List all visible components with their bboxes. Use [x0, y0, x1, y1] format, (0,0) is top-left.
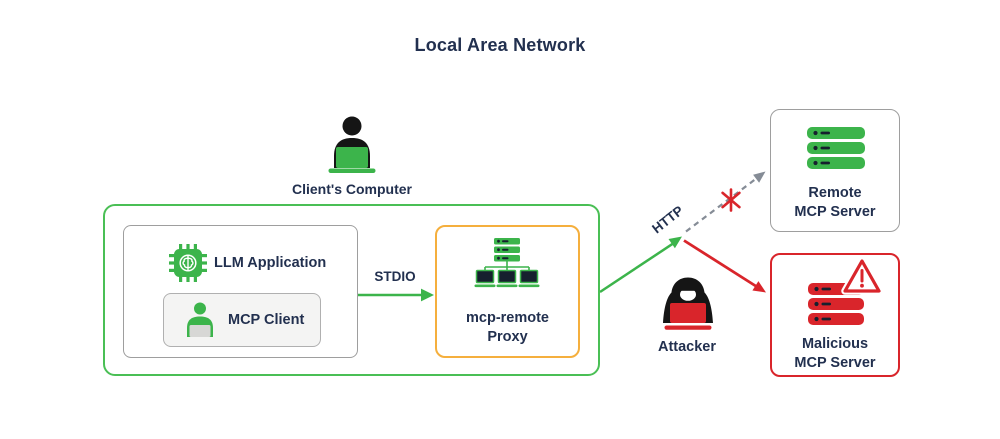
- llm-application-box: LLM Application MCP Client: [123, 225, 358, 358]
- server-stack-icon: [807, 127, 865, 169]
- http-arrow: [599, 236, 682, 294]
- attacker-label: Attacker: [657, 339, 717, 355]
- stdio-edge-label: STDIO: [374, 269, 416, 284]
- stdio-arrow: [358, 288, 434, 302]
- proxy-label-line1: mcp-remote: [466, 309, 549, 326]
- person-at-laptop-icon: [328, 116, 376, 173]
- proxy-label-line2: Proxy: [487, 328, 528, 345]
- ai-chip-icon: [169, 244, 207, 282]
- warning-triangle-icon: [841, 257, 883, 295]
- diagram-title: Local Area Network: [414, 35, 586, 55]
- malicious-mcp-server-box: Malicious MCP Server: [770, 253, 900, 377]
- remote-server-label: Remote MCP Server: [771, 184, 899, 222]
- user-at-laptop-icon: [187, 302, 213, 337]
- malicious-server-label-line1: Malicious: [801, 336, 869, 352]
- mcp-client-box: MCP Client: [163, 293, 321, 347]
- mcp-remote-proxy-box: mcp-remote Proxy: [435, 225, 580, 358]
- server-network-icon: [474, 238, 540, 288]
- malicious-server-label-line2: MCP Server: [794, 355, 876, 372]
- server-stack-warning-icon: [808, 257, 883, 325]
- proxy-label: mcp-remote Proxy: [437, 309, 578, 347]
- attacker-redirect-arrow: [683, 239, 766, 293]
- blocked-asterisk-icon: [721, 188, 741, 212]
- malicious-server-label: Malicious MCP Server: [772, 335, 898, 373]
- remote-mcp-server-box: Remote MCP Server: [770, 109, 900, 232]
- hooded-hacker-icon: [663, 277, 713, 330]
- blocked-connection-dashed-line: [685, 171, 766, 233]
- remote-server-label-line2: MCP Server: [794, 204, 876, 221]
- remote-server-label-line1: Remote: [808, 185, 862, 201]
- lan-boundary-box: [103, 204, 600, 376]
- mcp-client-label: MCP Client: [228, 312, 305, 328]
- clients-computer-label: Client's Computer: [291, 181, 412, 197]
- llm-application-label: LLM Application: [214, 255, 327, 271]
